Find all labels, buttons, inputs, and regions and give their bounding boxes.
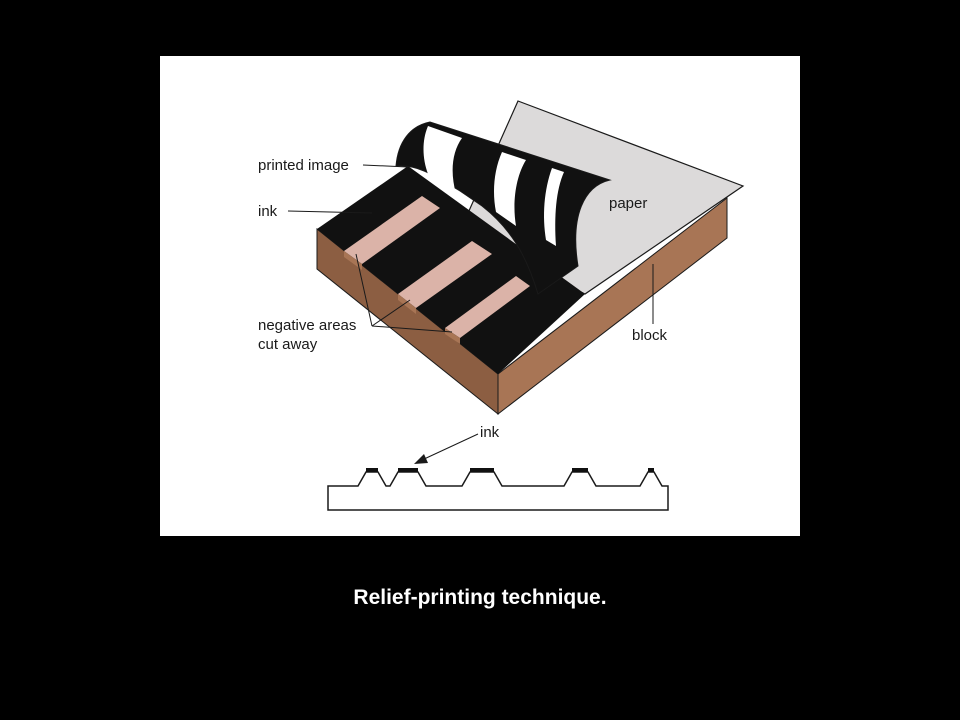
leader-ink (287, 210, 373, 214)
leader-negative-areas (371, 325, 453, 333)
cross-section-profile (327, 471, 669, 511)
groove-floor (344, 196, 440, 264)
ink-layer (648, 468, 654, 472)
peeled-paper (395, 121, 612, 295)
groove-wall (344, 251, 362, 270)
label-printed-image: printed image (258, 157, 349, 174)
printed-white-band (494, 152, 526, 226)
cross-section-ink (366, 468, 654, 472)
printed-white-band (544, 168, 564, 246)
leader-ink-arrow (421, 433, 479, 461)
ink-layer (366, 468, 378, 472)
ink-layer (470, 468, 494, 472)
label-cut-away: cut away (258, 336, 318, 353)
figure-caption: Relief-printing technique. (353, 586, 607, 609)
groove-floor (445, 276, 530, 338)
label-negative-areas: negative areas (258, 317, 356, 334)
figure-panel: printed image ink negative areas cut awa… (160, 56, 800, 536)
ink-layer (398, 468, 418, 472)
label-ink: ink (258, 203, 278, 220)
groove-wall (398, 294, 416, 314)
leader-lines (287, 164, 654, 461)
groove-floor (398, 241, 492, 308)
label-ink-cross-section: ink (480, 424, 500, 441)
label-paper: paper (609, 195, 647, 212)
leader-negative-areas (371, 299, 411, 327)
label-block: block (632, 327, 668, 344)
leader-negative-areas (355, 253, 373, 327)
relief-printing-diagram: printed image ink negative areas cut awa… (258, 100, 745, 511)
printed-white-band (423, 126, 462, 194)
arrowhead-icon (414, 454, 428, 464)
ink-layer (572, 468, 588, 472)
leader-printed-image (362, 164, 409, 168)
